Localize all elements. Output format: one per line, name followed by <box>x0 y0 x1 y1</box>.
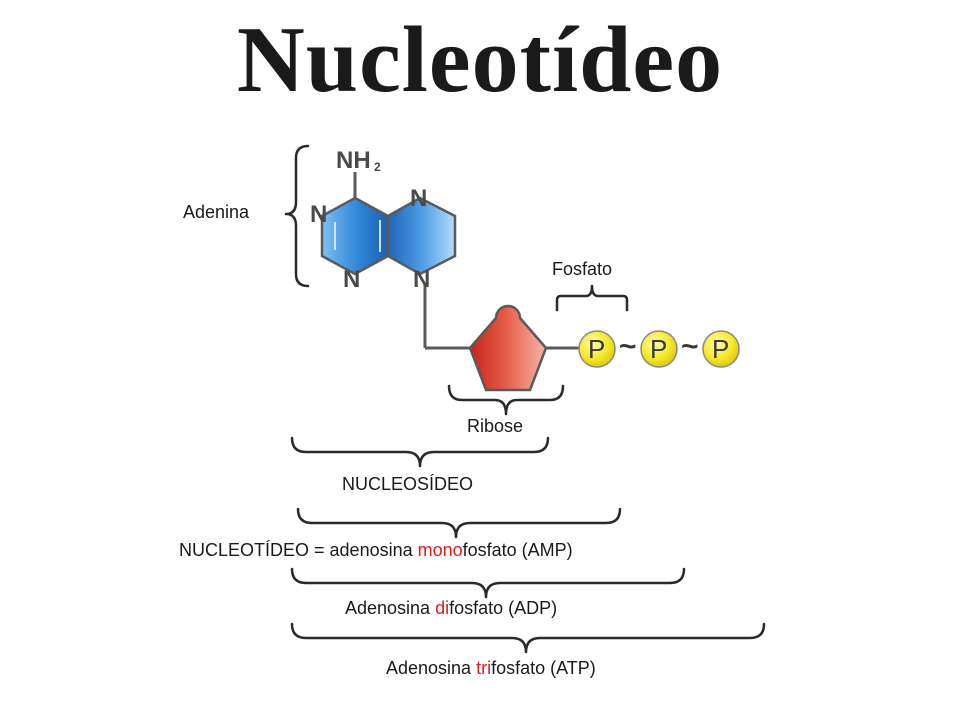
fosfato-brace <box>555 284 629 312</box>
adp-label: Adenosina difosfato (ADP) <box>345 598 557 619</box>
phosphate-circle-2 <box>640 330 678 368</box>
phosphate-chain <box>578 330 740 368</box>
atp-prefix: Adenosina <box>386 658 477 678</box>
nucleosideo-label: NUCLEOSÍDEO <box>342 474 474 494</box>
phosphate-symbol-3: P <box>712 334 729 364</box>
ribose-brace <box>447 384 565 416</box>
high-energy-bond-1: ~ <box>619 330 637 363</box>
adp-brace <box>290 567 686 599</box>
amp-suffix: fosfato (AMP) <box>462 540 573 560</box>
page-title: Nucleotídeo <box>236 8 724 112</box>
ribose-label: Ribose <box>467 416 524 436</box>
ring-atom-n1: N <box>410 185 427 212</box>
adenina-label: Adenina <box>183 202 250 222</box>
amp-prefix: NUCLEOTÍDEO = adenosina <box>179 540 418 560</box>
ring-atom-n2: N <box>310 201 327 228</box>
amp-highlight: mono <box>417 540 463 560</box>
adp-suffix: fosfato (ADP) <box>449 598 558 618</box>
amp-brace <box>296 507 622 539</box>
nucleosideo-brace <box>290 436 550 468</box>
adenine-atoms: NH 2 N N N N <box>310 147 430 293</box>
atp-label: Adenosina trifosfato (ATP) <box>386 658 596 679</box>
adp-prefix: Adenosina <box>345 598 436 618</box>
phosphate-symbol-2: P <box>650 334 667 364</box>
adp-highlight: di <box>435 598 450 618</box>
atp-suffix: fosfato (ATP) <box>491 658 596 678</box>
phosphate-circle-1 <box>578 330 616 368</box>
ring-atom-n4: N <box>413 266 430 293</box>
atp-brace <box>290 622 766 654</box>
atp-highlight: tri <box>476 658 492 678</box>
adenine-ring <box>320 172 470 350</box>
amine-label: NH <box>336 147 371 174</box>
amine-subscript: 2 <box>374 160 381 174</box>
adenina-brace <box>284 144 310 288</box>
amp-label: NUCLEOTÍDEO = adenosina monofosfato (AMP… <box>179 540 573 561</box>
phosphate-symbol-1: P <box>588 334 605 364</box>
ring-atom-n3: N <box>343 266 360 293</box>
ribose-pentagon <box>468 304 580 392</box>
fosfato-label: Fosfato <box>552 259 613 279</box>
high-energy-bond-2: ~ <box>681 330 699 363</box>
adenine-left-ring <box>320 196 390 276</box>
phosphate-circle-3 <box>702 330 740 368</box>
